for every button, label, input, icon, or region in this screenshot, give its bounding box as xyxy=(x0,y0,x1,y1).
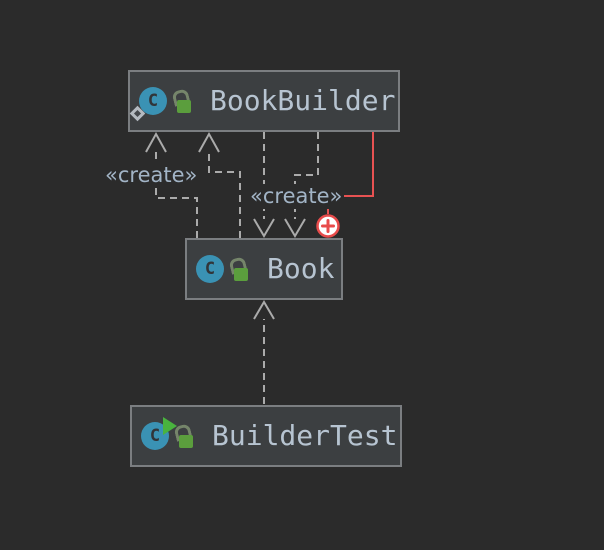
open-arrowhead-icon xyxy=(253,218,275,238)
class-node-buildertest[interactable]: C BuilderTest xyxy=(130,405,402,467)
run-overlay-icon xyxy=(163,417,177,435)
open-arrowhead-icon xyxy=(253,300,275,320)
class-name: Book xyxy=(267,252,335,285)
class-node-bookbuilder[interactable]: C BookBuilder xyxy=(128,70,400,132)
class-icon: C xyxy=(196,255,224,283)
class-icon-letter: C xyxy=(149,425,161,446)
class-node-book[interactable]: C Book xyxy=(185,238,343,300)
class-name: BuilderTest xyxy=(212,419,398,452)
dependency-edge-buildertest-to-book[interactable] xyxy=(253,300,275,404)
open-arrowhead-icon xyxy=(284,218,306,238)
class-icon: C xyxy=(129,87,167,122)
unlocked-icon xyxy=(228,256,248,281)
class-icon: C xyxy=(141,417,177,450)
unlocked-icon xyxy=(171,88,191,113)
class-icon-letter: C xyxy=(147,90,159,111)
plus-icon xyxy=(321,219,335,233)
class-icon-letter: C xyxy=(204,258,216,279)
dependency-edge-book-to-bookbuilder-2[interactable] xyxy=(198,131,241,238)
add-badge-icon[interactable] xyxy=(315,213,341,239)
edge-stereotype-label: «create» xyxy=(248,184,345,210)
class-name: BookBuilder xyxy=(210,84,396,117)
origin-diamond-icon xyxy=(129,105,146,122)
edge-stereotype-label: «create» xyxy=(103,163,200,189)
open-arrowhead-icon xyxy=(198,131,220,153)
open-arrowhead-icon xyxy=(145,131,167,153)
unlocked-icon xyxy=(173,423,193,448)
dependency-edge-book-to-bookbuilder-1[interactable] xyxy=(145,131,198,238)
